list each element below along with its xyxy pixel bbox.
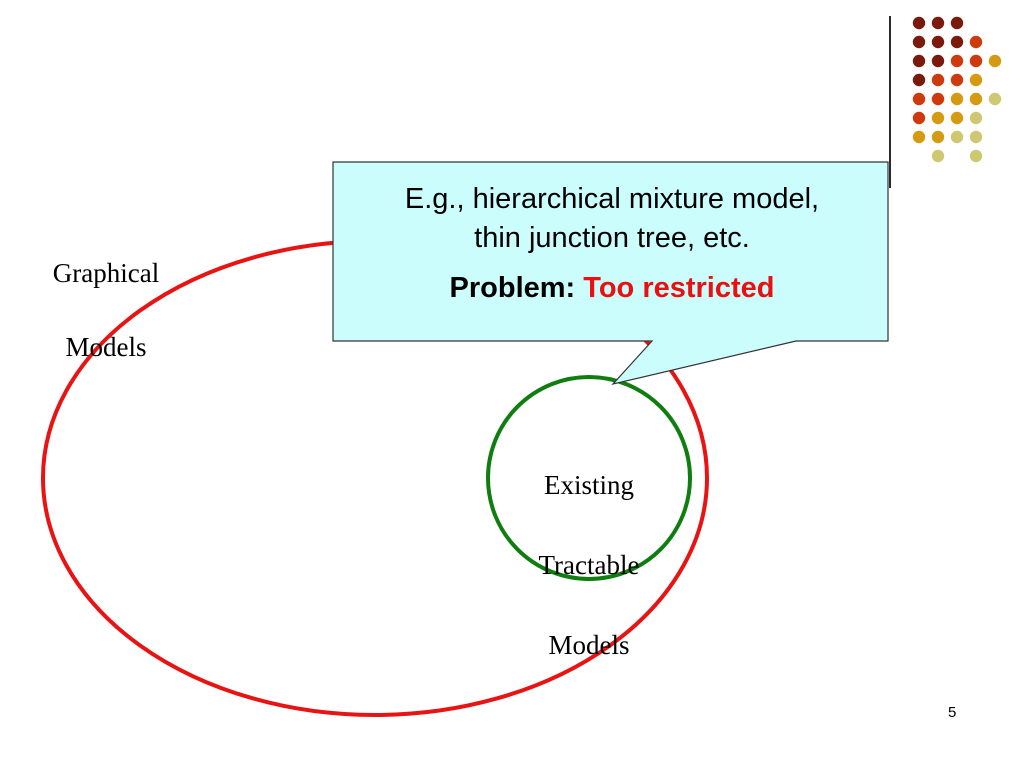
decorative-dot — [931, 54, 945, 68]
tractable-label-line2: Tractable — [538, 550, 640, 580]
decorative-dot — [969, 54, 983, 68]
decorative-dot — [912, 130, 926, 144]
callout-text: E.g., hierarchical mixture model, thin j… — [336, 180, 888, 308]
problem-label: Problem: — [449, 272, 576, 304]
decorative-dot — [969, 35, 983, 49]
decorative-dot-grid — [912, 16, 1002, 163]
decorative-dot — [912, 73, 926, 87]
decorative-dot — [912, 54, 926, 68]
decorative-dot — [912, 35, 926, 49]
decorative-dot — [950, 54, 964, 68]
decorative-dot — [931, 73, 945, 87]
graphical-models-label: Graphical Models — [22, 218, 190, 366]
decorative-dot — [912, 92, 926, 106]
decorative-dot — [950, 111, 964, 125]
page-number: 5 — [948, 704, 957, 721]
decorative-dot — [950, 16, 964, 30]
decorative-dot — [931, 130, 945, 144]
callout-example-line2: thin junction tree, etc. — [474, 222, 750, 254]
decorative-dot — [931, 111, 945, 125]
decorative-dot — [931, 16, 945, 30]
decorative-dot — [969, 130, 983, 144]
decorative-divider — [889, 16, 891, 188]
decorative-dot — [950, 73, 964, 87]
decorative-dot — [988, 92, 1002, 106]
callout-problem: Problem: Too restricted — [336, 269, 888, 308]
tractable-label-line3: Models — [548, 630, 630, 660]
decorative-dot — [969, 73, 983, 87]
decorative-dot — [950, 35, 964, 49]
tractable-label-line1: Existing — [543, 470, 634, 500]
decorative-dot — [988, 54, 1002, 68]
decorative-dot — [912, 111, 926, 125]
decorative-dot — [950, 130, 964, 144]
graphical-label-line1: Graphical — [52, 258, 160, 288]
decorative-dot — [931, 92, 945, 106]
problem-value: Too restricted — [583, 272, 775, 304]
decorative-dot — [969, 92, 983, 106]
decorative-dot — [931, 149, 945, 163]
decorative-dot — [950, 92, 964, 106]
tractable-models-label: Existing Tractable Models — [499, 425, 679, 665]
decorative-dot — [969, 111, 983, 125]
decorative-dot — [969, 149, 983, 163]
decorative-dot — [912, 16, 926, 30]
decorative-dot — [931, 35, 945, 49]
graphical-label-line2: Models — [65, 332, 147, 362]
callout-example-line1: E.g., hierarchical mixture model, — [404, 183, 820, 215]
callout-bubble — [332, 161, 889, 386]
tractable-models-set — [486, 375, 692, 581]
